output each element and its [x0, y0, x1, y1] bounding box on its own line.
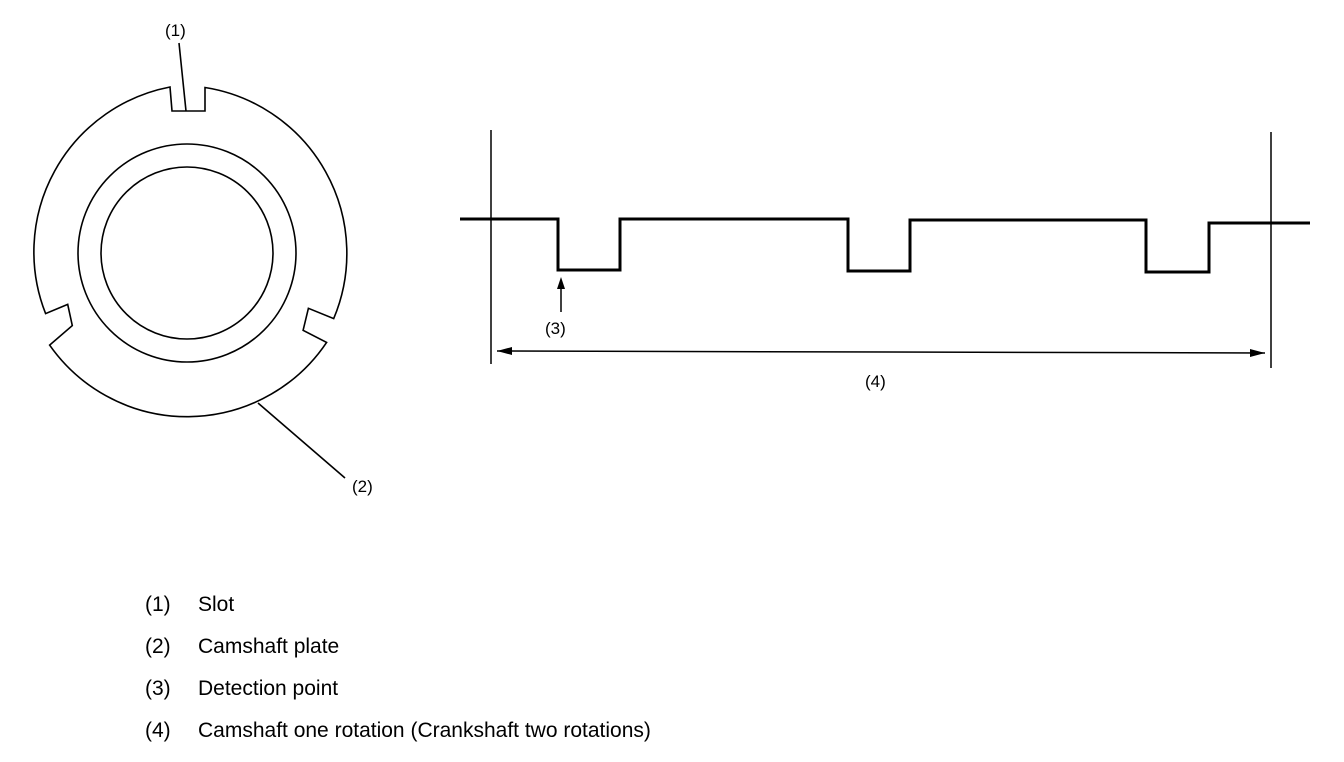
legend-item: (1) Slot: [145, 584, 651, 626]
camshaft-plate-outline: [33, 86, 348, 418]
legend-text: Slot: [198, 593, 235, 616]
slot-leader-line: [178, 42, 187, 112]
rotation-dimension-line: [496, 350, 1266, 354]
legend-text: Camshaft plate: [198, 635, 340, 658]
legend-item: (2) Camshaft plate: [145, 626, 651, 668]
legend-list: (1) Slot (2) Camshaft plate (3) Detectio…: [145, 584, 651, 752]
legend-text: Camshaft one rotation (Crankshaft two ro…: [198, 719, 651, 742]
legend-item: (3) Detection point: [145, 668, 651, 710]
legend-number: (2): [145, 635, 171, 658]
detection-point-callout: (3): [545, 319, 566, 338]
rotation-arrowhead-right: [1250, 349, 1265, 357]
slot-callout: (1): [165, 21, 186, 40]
legend-item: (4) Camshaft one rotation (Crankshaft tw…: [145, 710, 651, 752]
plate-hub-outer-ring: [77, 143, 297, 363]
plate-hub-inner-ring: [100, 166, 274, 340]
rotation-callout: (4): [865, 372, 886, 391]
legend-text: Detection point: [198, 677, 339, 700]
signal-waveform: [460, 217, 1310, 274]
legend-number: (3): [145, 677, 171, 700]
detection-point-arrowhead: [557, 277, 565, 289]
legend-number: (1): [145, 593, 171, 616]
rotation-arrowhead-left: [497, 347, 512, 355]
plate-callout: (2): [352, 477, 373, 496]
plate-leader-line: [257, 402, 346, 479]
legend-number: (4): [145, 719, 171, 742]
